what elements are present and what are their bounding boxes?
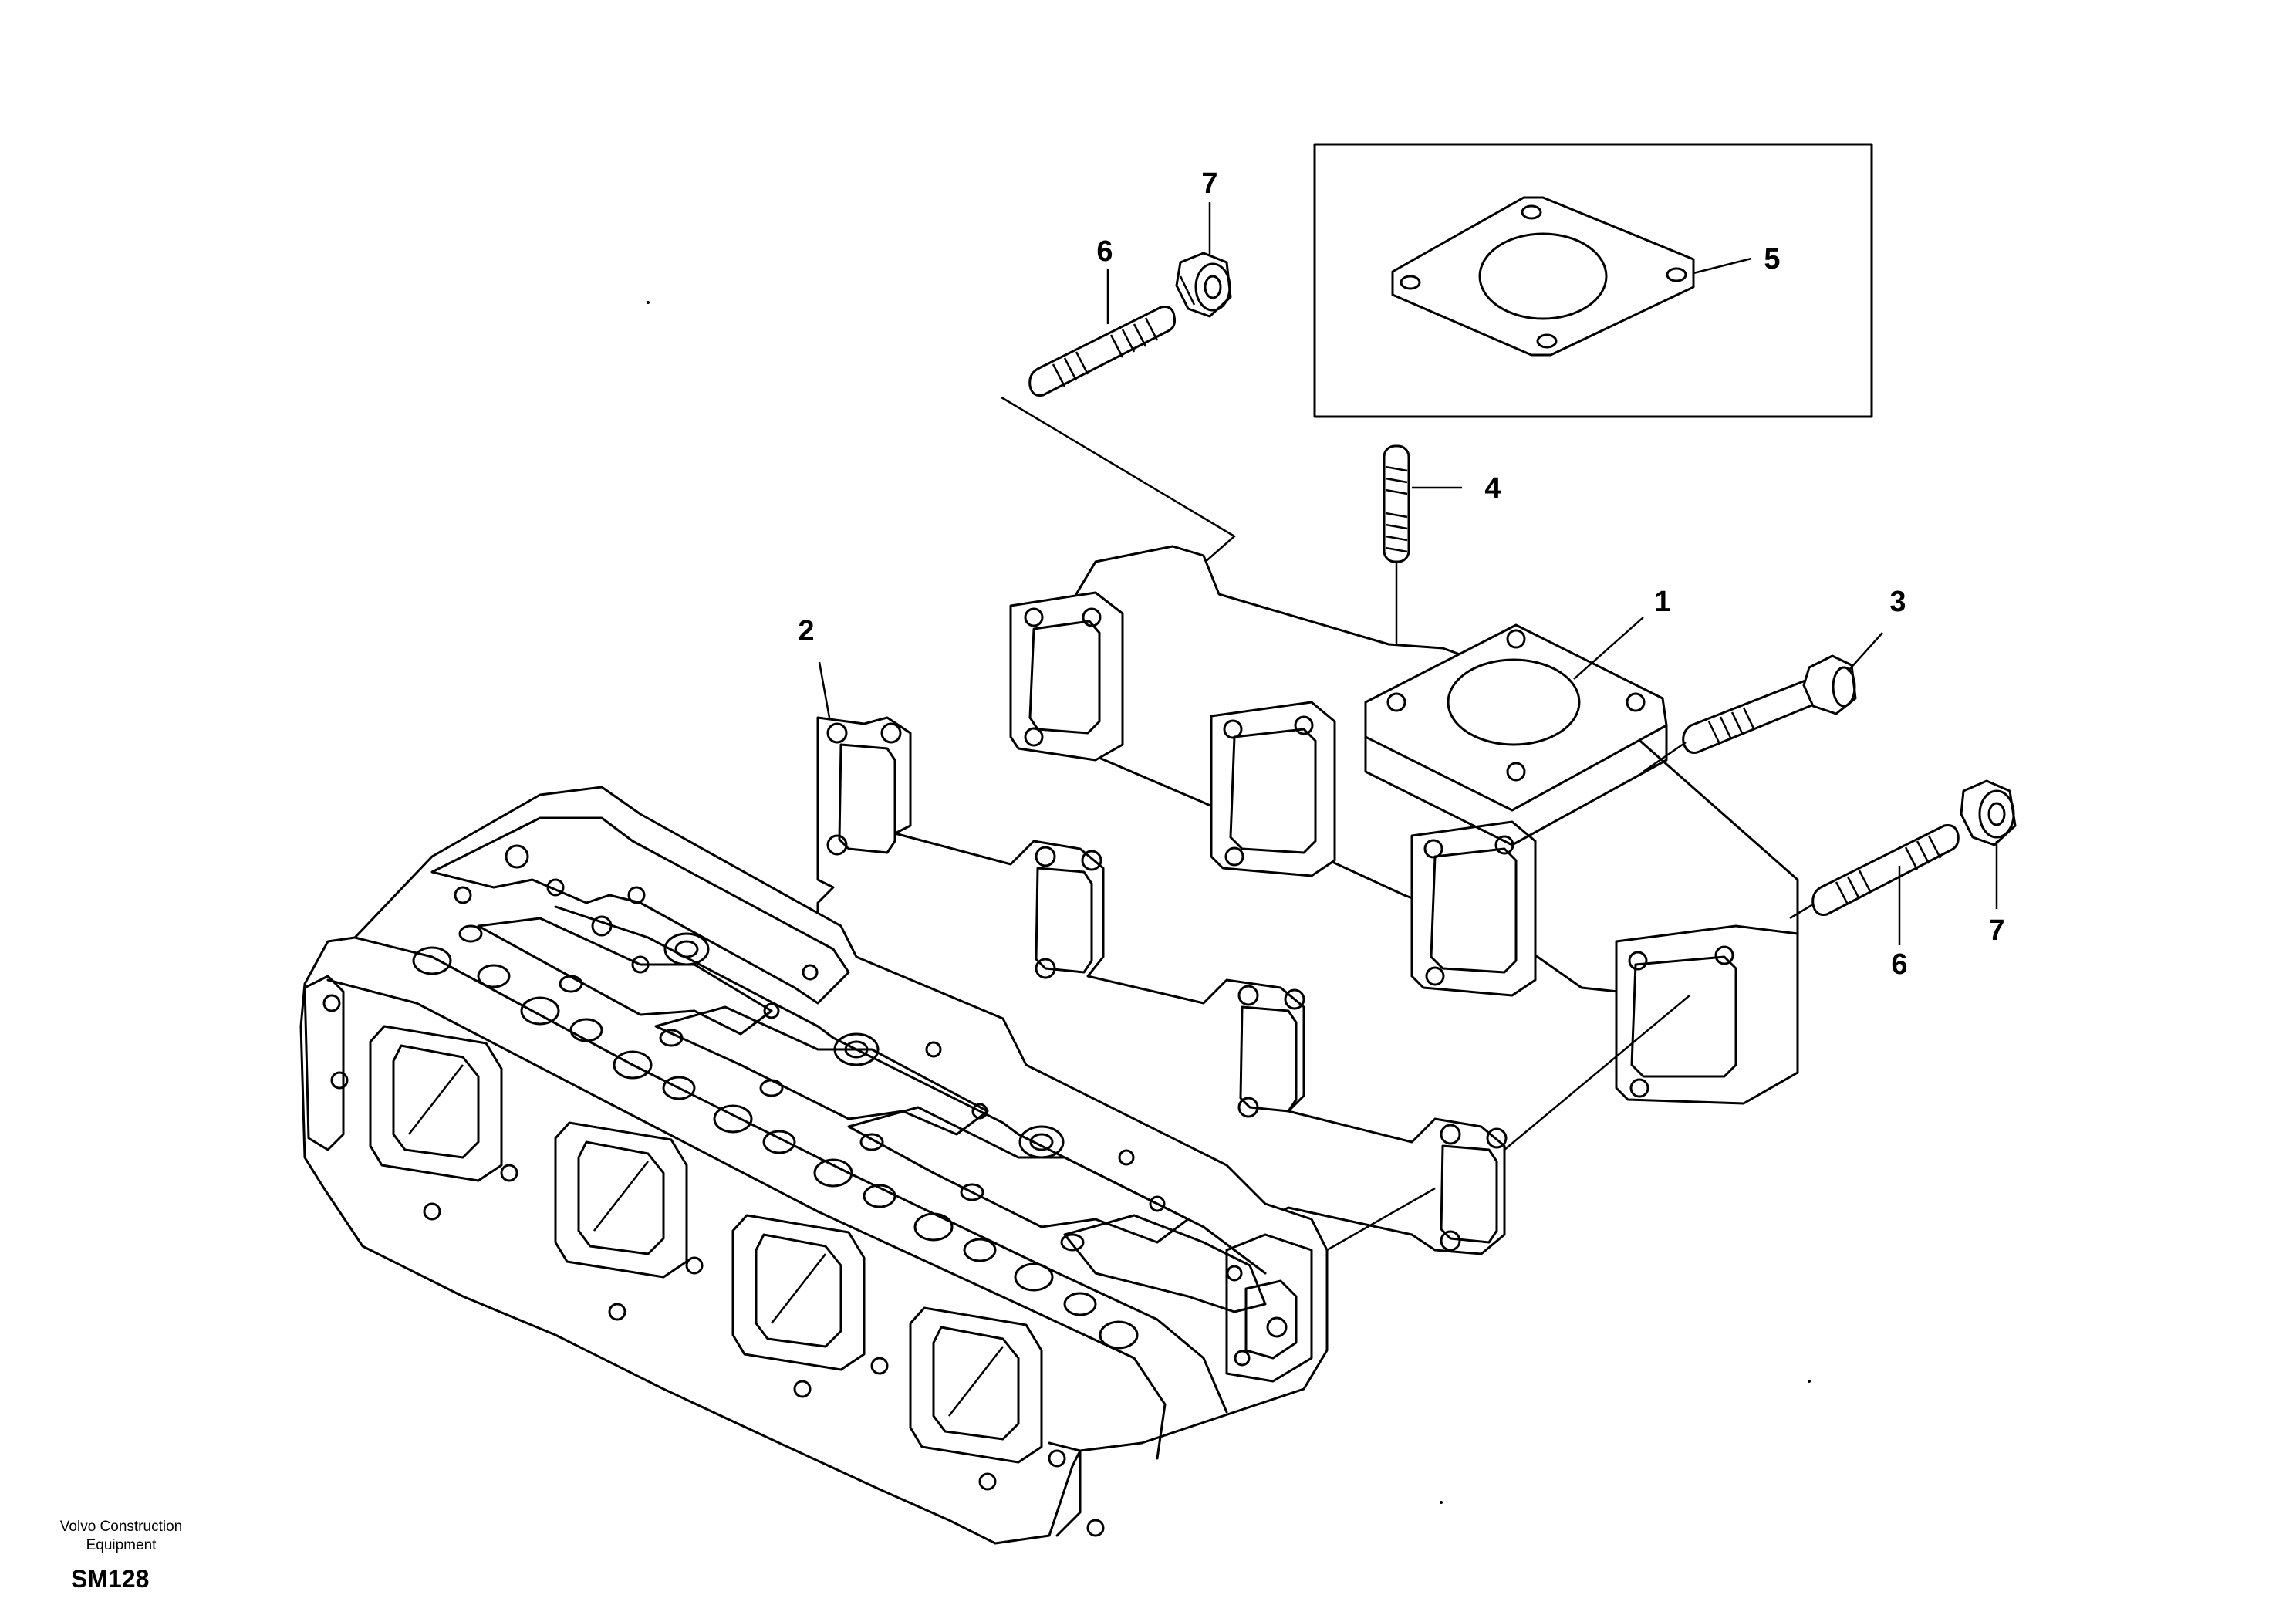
stud-part-4 [1383, 444, 1410, 563]
callout-7-top: 7 [1201, 167, 1217, 200]
callout-6-top: 6 [1096, 235, 1113, 268]
callout-7-right: 7 [1988, 914, 2004, 947]
inset-box [1313, 143, 1873, 418]
exhaust-manifold-part-1 [1009, 545, 1799, 1105]
brand-line-2: Equipment [86, 1537, 157, 1553]
callout-3: 3 [1889, 586, 1906, 618]
diagram-code: SM128 [71, 1565, 150, 1593]
stud-part-6-top [1028, 306, 1176, 397]
brand-line-1: Volvo Construction [59, 1519, 183, 1535]
nut-part-7-top [1175, 252, 1232, 318]
bolt-part-3 [1682, 654, 1857, 754]
flange-gasket-part-5 [1391, 196, 1695, 357]
callout-5: 5 [1764, 243, 1780, 275]
callout-1: 1 [1654, 586, 1670, 618]
cylinder-head [299, 786, 1329, 1545]
callout-2: 2 [798, 615, 814, 647]
callout-6-right: 6 [1891, 948, 1907, 981]
stud-part-6-right [1811, 824, 1960, 916]
nut-part-7-right [1960, 779, 2017, 846]
callout-4: 4 [1484, 472, 1501, 505]
